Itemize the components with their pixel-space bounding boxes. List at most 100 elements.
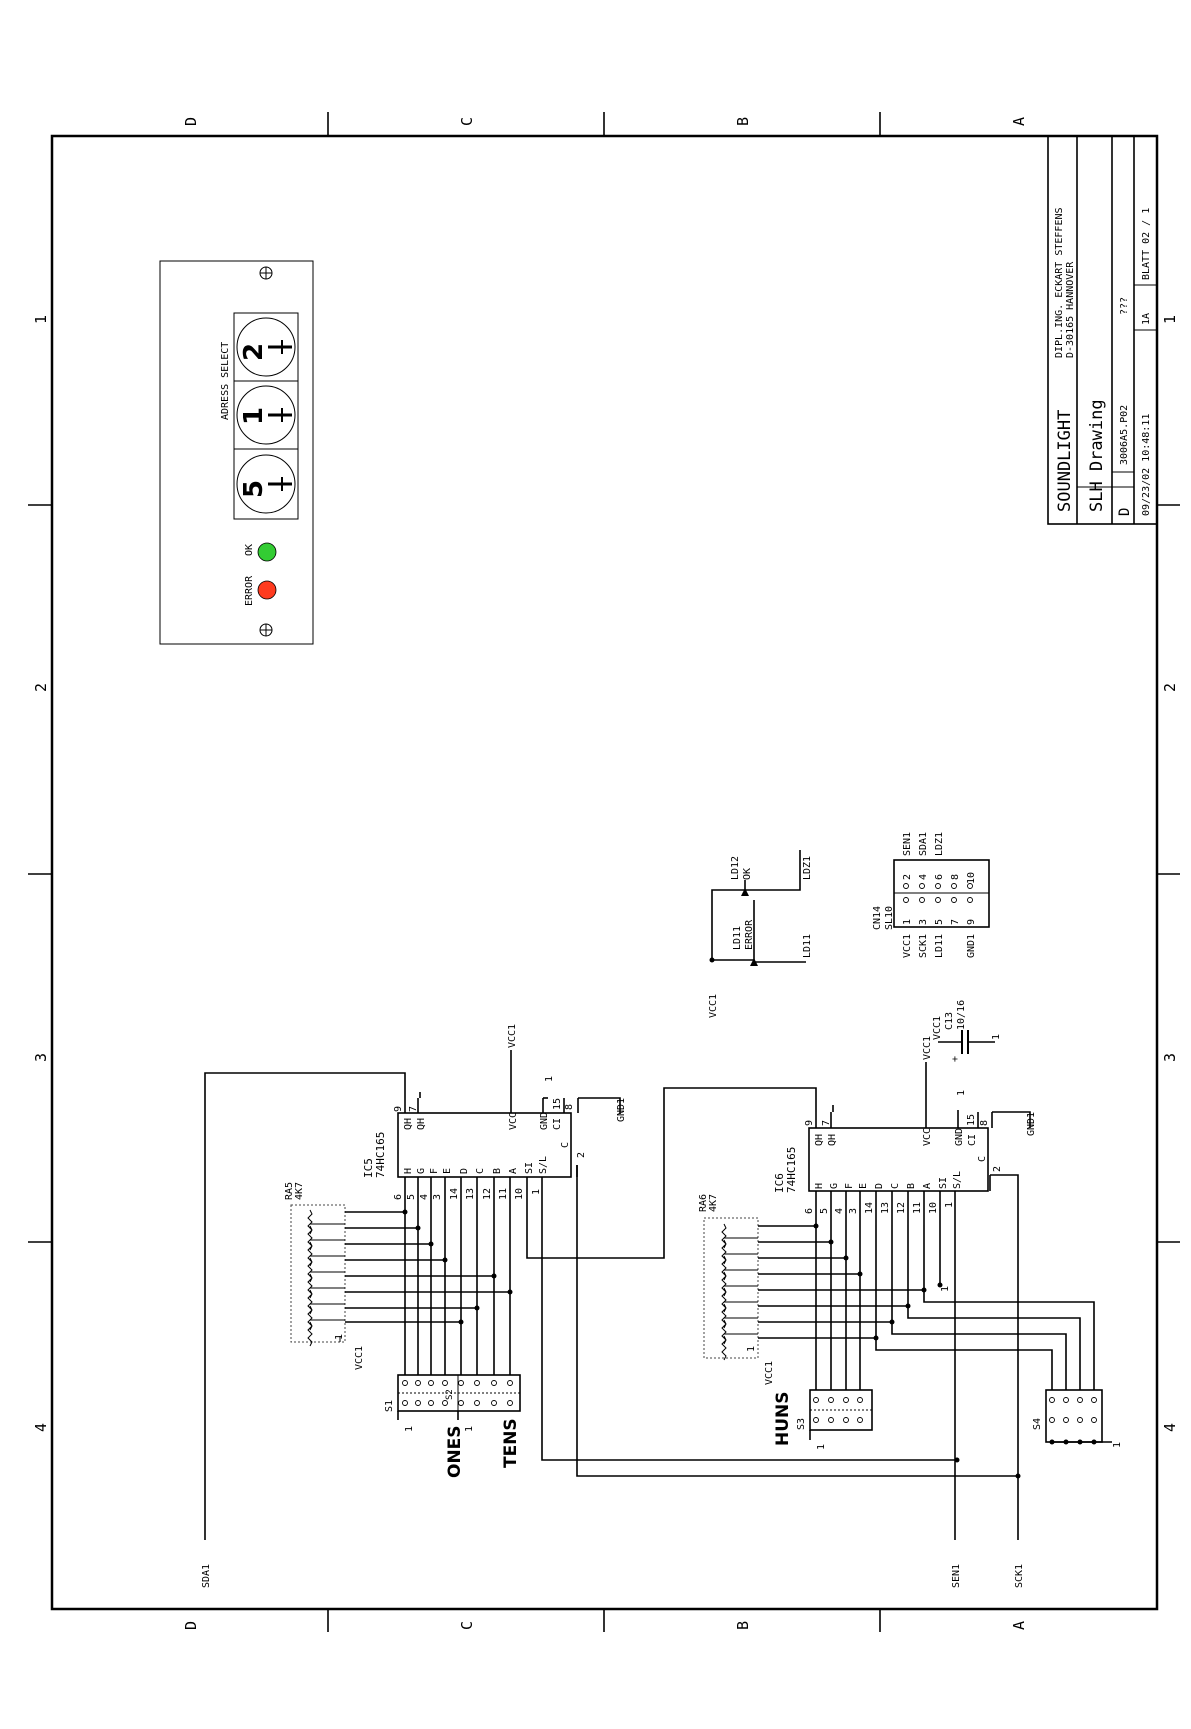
drawing-size: D: [1117, 508, 1133, 516]
c13-plus: +: [950, 1056, 961, 1062]
frame-row-label: B: [734, 1621, 752, 1630]
frame-row-label: A: [1010, 1621, 1028, 1630]
ic6-pin-num: 7: [821, 1120, 832, 1126]
frame-row-label: D: [182, 1621, 200, 1630]
ic6-pin-num: 8: [979, 1120, 990, 1126]
led-vcc-net: VCC1: [708, 994, 719, 1018]
company-address-1: DIPL.ING. ECKART STEFFENS: [1054, 207, 1065, 358]
cn14-pin: 8: [950, 874, 961, 880]
ic6-pin-num: 9: [804, 1120, 815, 1126]
ic5-pin-num: 4: [419, 1194, 430, 1200]
ic6-pin-name: D: [874, 1183, 885, 1189]
cn14-net: SEN1: [902, 832, 913, 856]
ic5-qh-label: QH: [403, 1118, 414, 1130]
ra6-value: 4K7: [708, 1194, 719, 1212]
ld12-label: OK: [742, 868, 753, 880]
tens-label: TENS: [501, 1418, 521, 1468]
frame-col-label: 4: [32, 1423, 50, 1432]
ones-label: ONES: [445, 1425, 465, 1478]
ic6-pin-num: 11: [912, 1202, 923, 1214]
led-ld12-icon: [741, 888, 749, 896]
rotary-switch: 2: [233, 312, 299, 382]
cn14-net: SDA1: [918, 832, 929, 856]
drawing-index: 1A: [1141, 313, 1152, 325]
ic5-pin-num: 1: [531, 1189, 542, 1195]
cn14-type: SL10: [884, 906, 895, 930]
ra5-vcc: VCC1: [354, 1346, 365, 1370]
ic5-pin-name: D: [459, 1168, 470, 1174]
led-ld11-icon: [750, 958, 758, 966]
s1-label: S1: [384, 1400, 395, 1412]
ic5-qh-n-label: QH: [416, 1118, 427, 1130]
company-address-2: D-30165 HANNOVER: [1065, 261, 1076, 358]
frame-row-label: B: [734, 117, 752, 126]
ic6-pin-num: 13: [880, 1202, 891, 1214]
ic6-pin-num: 12: [896, 1202, 907, 1214]
rotary-switch: 5: [233, 448, 299, 520]
ic6-vcc-label: VCC: [922, 1128, 933, 1146]
ic6-gnd-net: GND1: [1026, 1112, 1037, 1136]
ic6-c-label: C: [977, 1156, 988, 1162]
ic5-type: 74HC165: [374, 1132, 387, 1178]
frame-col-label: 3: [32, 1053, 50, 1062]
ic6-qh-label: QH: [814, 1134, 825, 1146]
ic5-pin-num: 5: [406, 1194, 417, 1200]
ic5-pin-name: H: [403, 1168, 414, 1174]
ic5-name: IC5: [362, 1158, 375, 1178]
ra5-resistor-array: RA5 4K7 1 VCC1: [284, 1182, 365, 1370]
ra6-pin1: 1: [746, 1346, 757, 1352]
ra6-nets: [758, 1212, 1095, 1390]
panel-ok-label: OK: [244, 544, 255, 556]
rotary-switch: 1: [233, 380, 299, 450]
cn14-pin: 5: [934, 919, 945, 925]
ic6-pin-num: 14: [864, 1202, 875, 1214]
switch-digit: 1: [239, 407, 269, 425]
s2-label: S2: [445, 1389, 455, 1400]
s3-gnd: 1: [816, 1444, 827, 1450]
ic6-pin-name: C: [890, 1183, 901, 1189]
cn14-pin: 7: [950, 919, 961, 925]
s3-label: S3: [796, 1418, 807, 1430]
ic6-si-gnd: 1: [940, 1286, 951, 1292]
s4-gnd: 1: [1112, 1442, 1123, 1448]
ic5-vcc-net: VCC1: [507, 1024, 518, 1048]
s2-gnd: 1: [464, 1426, 475, 1432]
ic6-pin-num: 3: [848, 1208, 859, 1214]
ra5-nets: [345, 1210, 511, 1375]
frame-col-label: 1: [32, 315, 50, 324]
ic5-pin-name: A: [508, 1168, 519, 1174]
ok-led-icon: [257, 542, 277, 562]
ic6-pin-num: 15: [966, 1114, 977, 1126]
drawing-sheet: BLATT 02 / 1: [1141, 208, 1152, 280]
switch-digit: 5: [239, 480, 269, 498]
ic5-c-label: C: [560, 1142, 571, 1148]
cn14-pin: 4: [918, 874, 929, 880]
s4-label: S4: [1032, 1418, 1043, 1430]
ic5-pin-num: 13: [465, 1188, 476, 1200]
ic6-pin-name: SI: [938, 1177, 949, 1189]
connector-cn14: CN14 SL10 1 3 5 7 9 2 4 6 8 10 VCC1 SCK1…: [872, 832, 990, 958]
cn14-pin: 9: [966, 919, 977, 925]
drawing-file: 3006A5.P02: [1119, 405, 1130, 465]
panel-error-label: ERROR: [244, 575, 255, 606]
ic6-pin-num: 1: [944, 1202, 955, 1208]
frame-row-label: A: [1010, 117, 1028, 126]
ic5-pin-num: 7: [408, 1106, 419, 1112]
s1-gnd: 1: [404, 1426, 415, 1432]
frame-col-label: 2: [32, 683, 50, 692]
cn14-net: GND1: [966, 934, 977, 958]
ic5-pin-num: 14: [449, 1188, 460, 1200]
ic5-pin-name: S/L: [538, 1156, 549, 1174]
ic5-vcc-label: VCC: [508, 1112, 519, 1130]
drawing-title: SLH Drawing: [1087, 399, 1107, 512]
frame-row-label: D: [182, 117, 200, 126]
adress-select-label: ADRESS SELECT: [220, 342, 231, 420]
c13-value: 10/16: [956, 1000, 967, 1030]
ic5-pin-name: G: [416, 1168, 427, 1174]
ic6-pin-num: 4: [834, 1208, 845, 1214]
ic5-pin-num: 9: [393, 1106, 404, 1112]
ic5-pin-num: 15: [552, 1098, 563, 1110]
c13-name: C13: [944, 1012, 955, 1030]
ic6-pin-name: E: [858, 1183, 869, 1189]
ld12-ref: LD12: [730, 856, 741, 880]
